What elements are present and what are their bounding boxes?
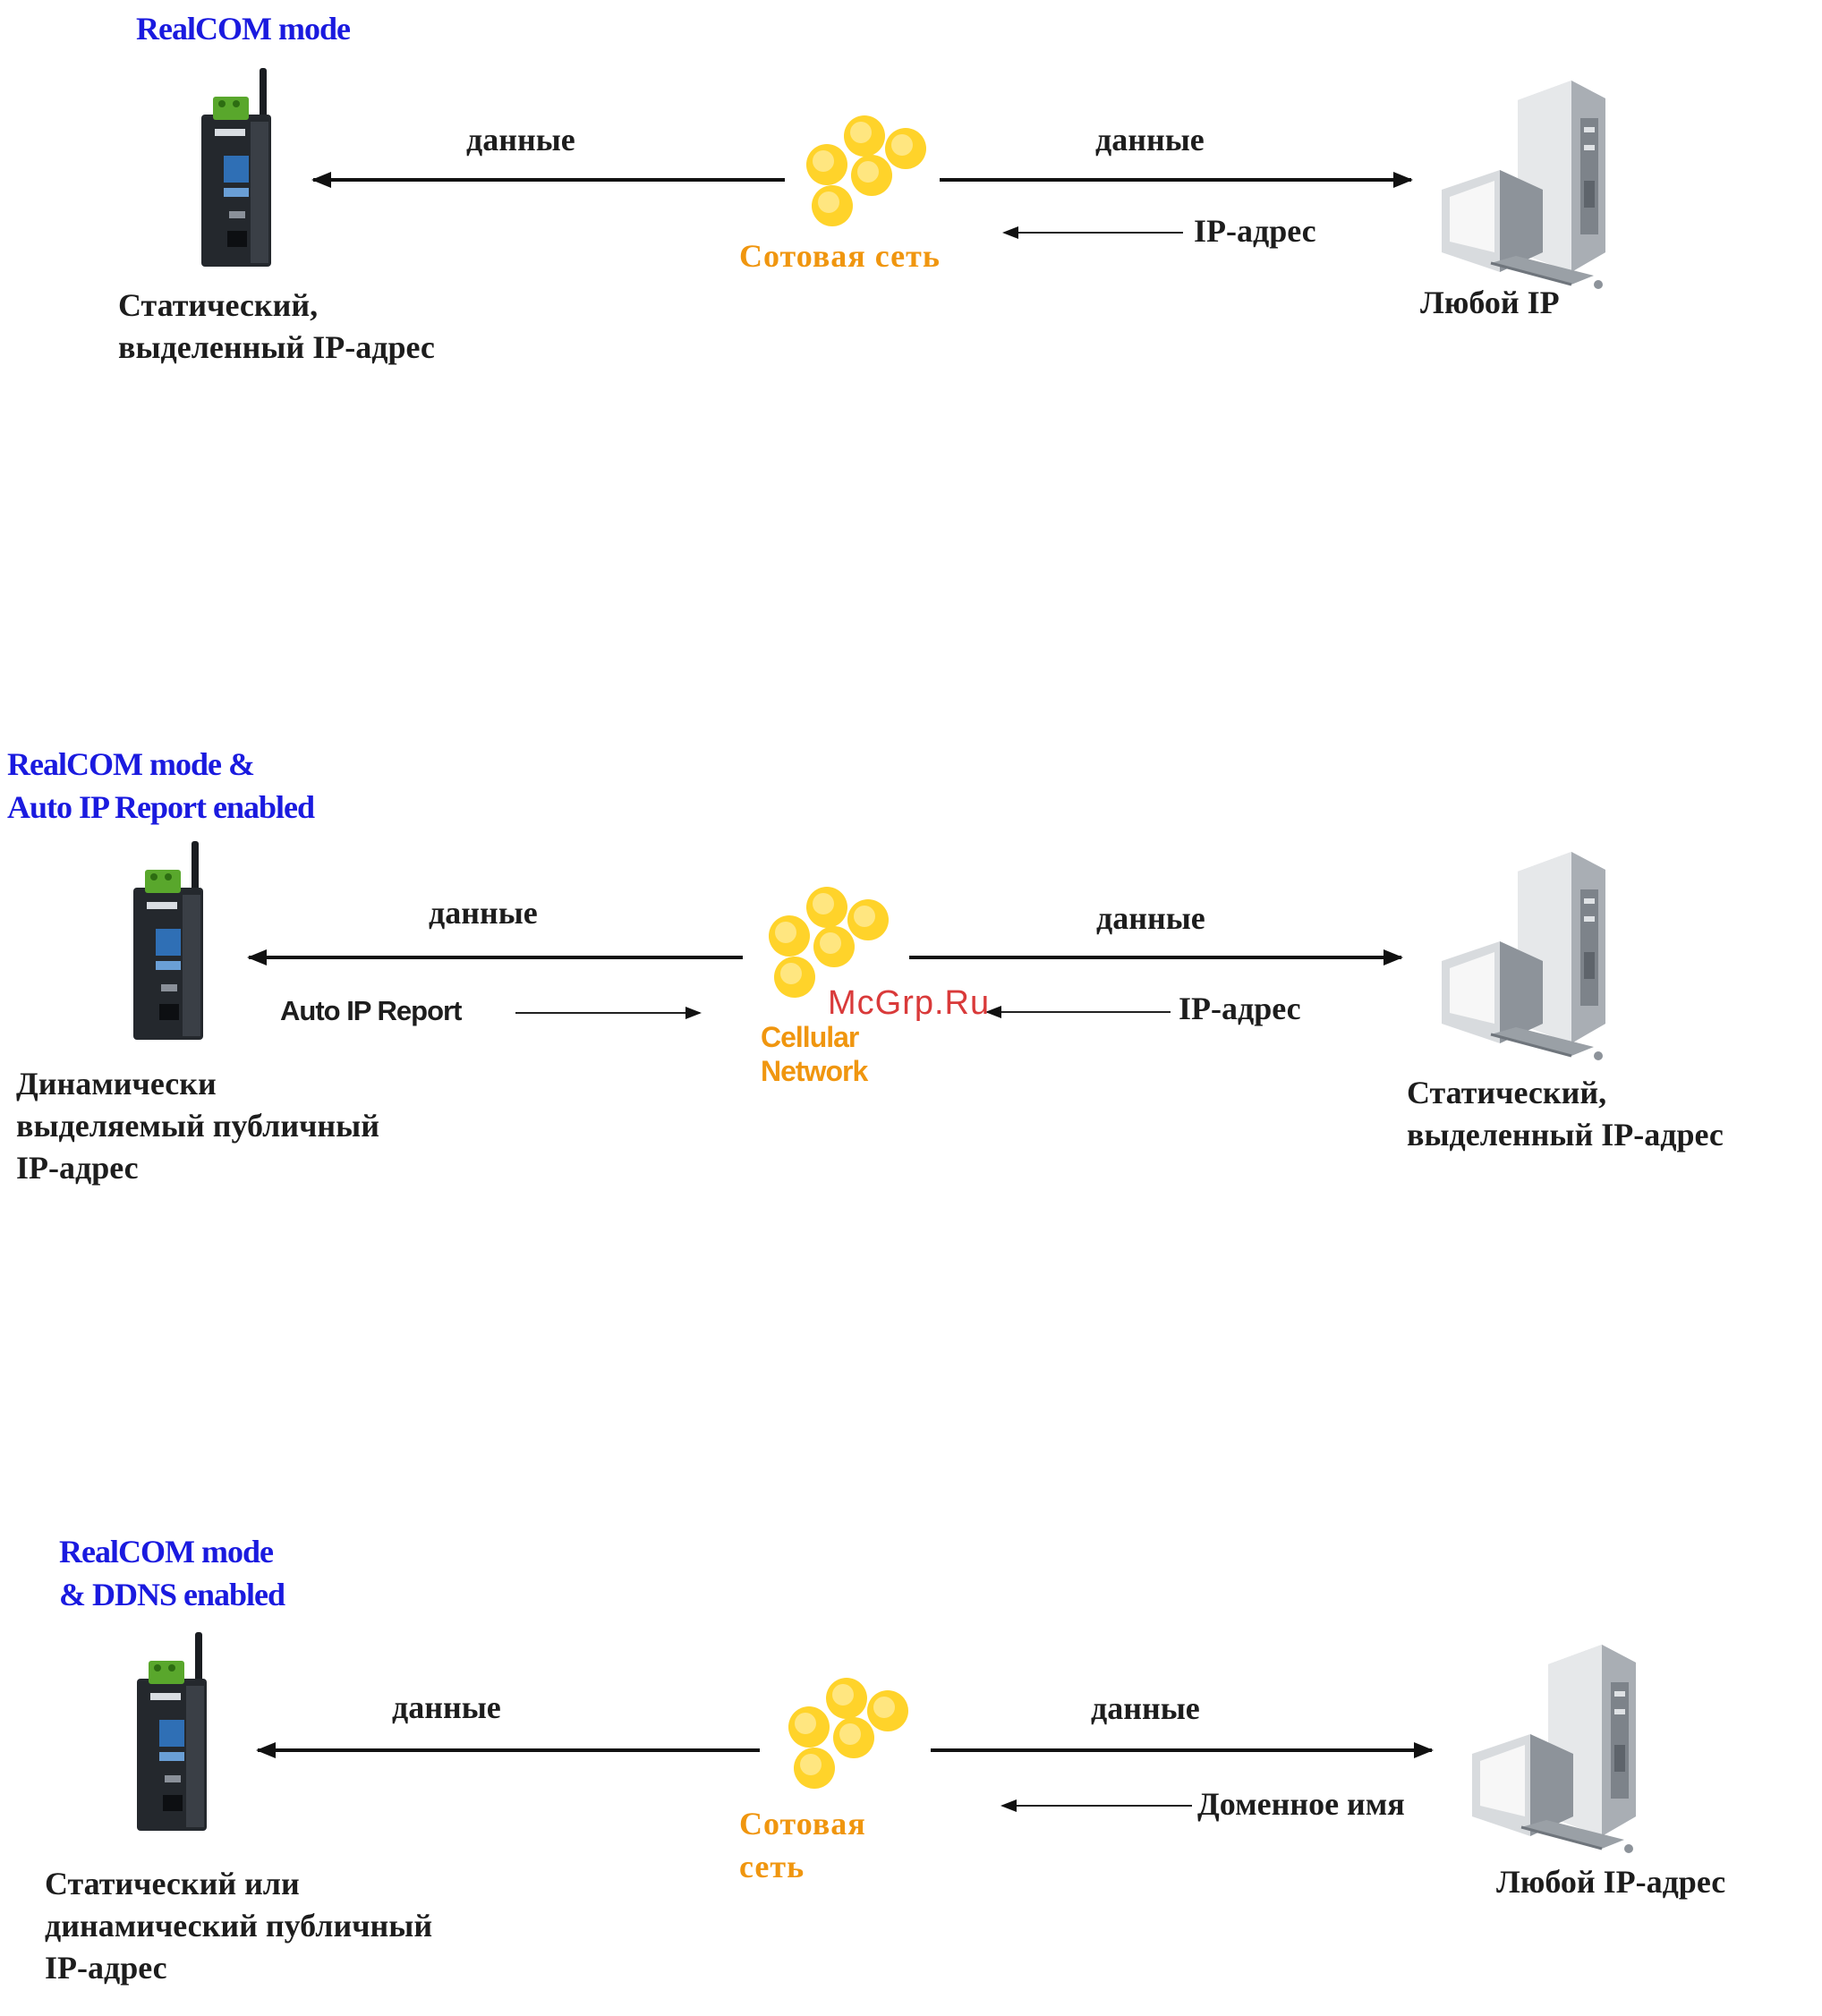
diagram-realcom-auto-ip-report: RealCOM mode & Auto IP Report enabled да… [7, 746, 1724, 1186]
server-address-label: Любой IP-адрес [1496, 1864, 1726, 1900]
mode-title: RealCOM mode & DDNS enabled [59, 1534, 285, 1612]
data-label-left: данные [429, 895, 538, 931]
data-label-right: данные [1096, 900, 1205, 936]
ip-return-label: IP-адрес [1194, 213, 1316, 249]
cellular-gateway-icon [137, 1632, 207, 1831]
watermark: McGrp.Ru [828, 984, 991, 1022]
auto-ip-report-label: Auto IP Report [280, 995, 462, 1026]
diagram-realcom: RealCOM mode данные Сотовая сеть данные … [0, 0, 1822, 430]
server-computer-icon [1470, 1643, 1638, 1855]
ip-return-label: IP-адрес [1179, 991, 1301, 1026]
network-label: Cellular Network [761, 1021, 868, 1087]
data-label-left: данные [466, 122, 575, 157]
device-address-label: Статический, выделенный IP-адрес [118, 287, 435, 365]
data-label-left: данные [392, 1689, 501, 1725]
network-label: Сотовая сеть [739, 238, 941, 274]
device-address-label: Динамически выделяемый публичный IP-адре… [16, 1066, 379, 1186]
device-address-label: Статический или динамический публичный I… [45, 1866, 433, 1986]
server-address-label: Статический, выделенный IP-адрес [1407, 1075, 1724, 1153]
cellular-network-icon [788, 1677, 913, 1793]
mode-title: RealCOM mode & Auto IP Report enabled [7, 746, 315, 825]
domain-return-label: Доменное имя [1197, 1786, 1405, 1822]
network-label: Сотовая сеть [739, 1806, 866, 1884]
data-label-right: данные [1091, 1690, 1200, 1726]
data-label-right: данные [1095, 122, 1205, 157]
mode-title: RealCOM mode [136, 11, 351, 47]
server-address-label: Любой IP [1420, 285, 1560, 320]
